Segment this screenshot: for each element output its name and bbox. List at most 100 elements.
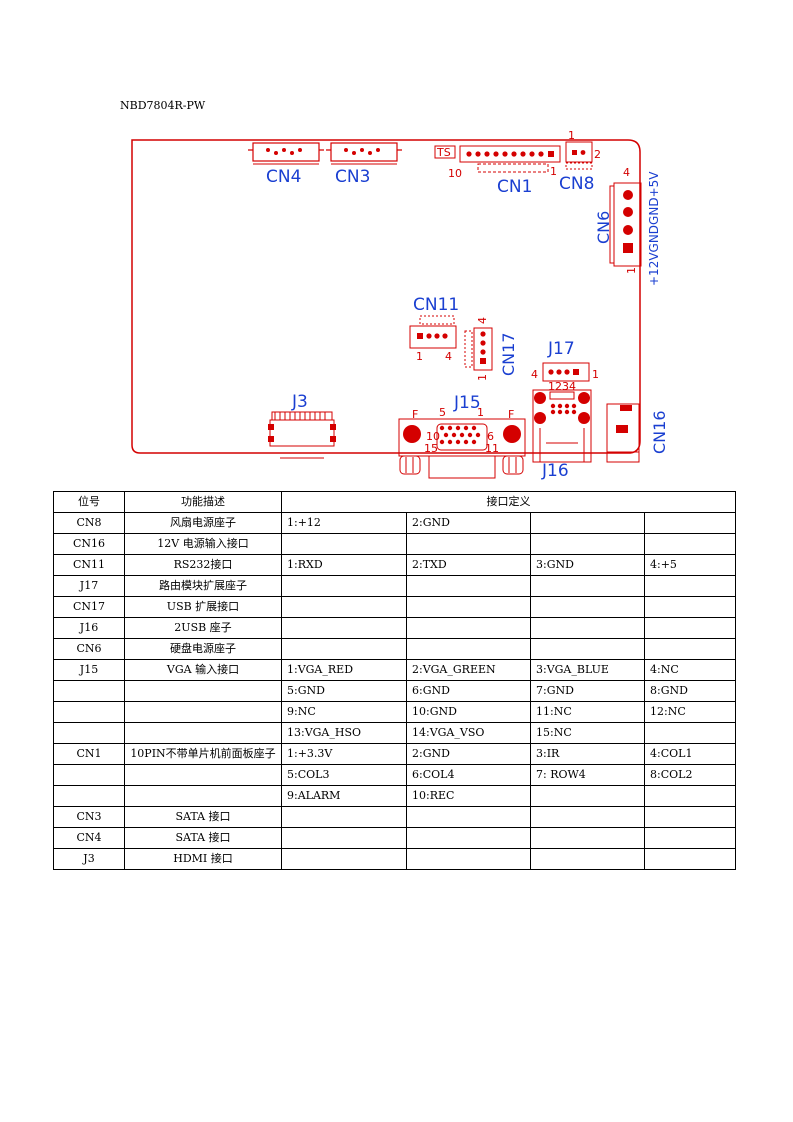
cn16-label: CN16 <box>650 411 669 455</box>
cell-pin-1: 5:GND <box>281 680 407 702</box>
cell-pin-1: 1:+12 <box>281 512 407 534</box>
cell-pin-3 <box>530 785 645 807</box>
cell-function <box>124 785 282 807</box>
cell-pin-2: 10:REC <box>406 785 531 807</box>
header-position: 位号 <box>53 491 125 513</box>
j17-connector <box>542 362 590 382</box>
cell-function: 12V 电源输入接口 <box>124 533 282 555</box>
cell-function: 10PIN不带单片机前面板座子 <box>124 743 282 765</box>
cell-pin-3 <box>530 617 645 639</box>
cell-position <box>53 680 125 702</box>
cell-position <box>53 785 125 807</box>
cell-pin-1 <box>281 617 407 639</box>
cn8-connector <box>565 141 593 170</box>
cell-pin-1: 1:RXD <box>281 554 407 576</box>
cell-pin-4: 8:COL2 <box>644 764 736 786</box>
cell-pin-4 <box>644 575 736 597</box>
j15-pin5: 5 <box>439 406 446 419</box>
cn17-label: CN17 <box>499 333 518 377</box>
cell-position: J15 <box>53 659 125 681</box>
cell-position <box>53 722 125 744</box>
cell-pin-4: 4:COL1 <box>644 743 736 765</box>
cell-pin-1: 1:VGA_RED <box>281 659 407 681</box>
cn1-pin1: 1 <box>550 165 557 178</box>
cell-pin-4 <box>644 806 736 828</box>
cell-position: J3 <box>53 848 125 870</box>
cell-pin-3: 3:VGA_BLUE <box>530 659 645 681</box>
board-outline <box>131 139 641 454</box>
cell-function <box>124 701 282 723</box>
cn3-label: CN3 <box>335 167 370 187</box>
cn17-pin1: 1 <box>476 374 489 381</box>
cell-pin-1: 5:COL3 <box>281 764 407 786</box>
j15-pin-f-right: F <box>508 408 514 421</box>
cell-pin-2 <box>406 575 531 597</box>
cell-function: 硬盘电源座子 <box>124 638 282 660</box>
cell-position: CN17 <box>53 596 125 618</box>
j15-pin1: 1 <box>477 406 484 419</box>
cell-pin-3 <box>530 827 645 849</box>
cell-pin-2: 14:VGA_VSO <box>406 722 531 744</box>
cn11-label: CN11 <box>413 295 459 315</box>
cell-position: J17 <box>53 575 125 597</box>
cell-pin-2 <box>406 596 531 618</box>
cell-pin-3 <box>530 848 645 870</box>
cell-pin-3 <box>530 596 645 618</box>
j15-pin6: 6 <box>487 430 494 443</box>
cell-function: VGA 输入接口 <box>124 659 282 681</box>
cn4-connector <box>248 142 324 165</box>
cell-pin-2: 10:GND <box>406 701 531 723</box>
cell-pin-3 <box>530 533 645 555</box>
cell-pin-4: 8:GND <box>644 680 736 702</box>
cell-pin-2 <box>406 617 531 639</box>
cell-pin-4 <box>644 512 736 534</box>
j17-pin4: 4 <box>531 368 538 381</box>
cell-pin-3: 3:IR <box>530 743 645 765</box>
cn11-pin1: 1 <box>416 350 423 363</box>
cell-pin-2: 2:VGA_GREEN <box>406 659 531 681</box>
cell-pin-1 <box>281 806 407 828</box>
j17-label: J17 <box>547 339 575 359</box>
cell-pin-2 <box>406 533 531 555</box>
document-title: NBD7804R-PW <box>120 99 206 112</box>
cell-pin-4 <box>644 722 736 744</box>
cn4-label: CN4 <box>266 167 301 187</box>
cell-pin-4 <box>644 596 736 618</box>
cn16-connector <box>606 403 640 463</box>
cell-function: SATA 接口 <box>124 806 282 828</box>
cell-pin-4 <box>644 533 736 555</box>
j16-label: J16 <box>541 461 569 481</box>
cn11-connector <box>409 315 457 349</box>
cell-function: USB 扩展接口 <box>124 596 282 618</box>
cell-pin-2 <box>406 806 531 828</box>
cell-pin-4 <box>644 848 736 870</box>
cell-position: CN16 <box>53 533 125 555</box>
cell-pin-3: 7:GND <box>530 680 645 702</box>
pcb-diagram: CN4 CN3 TS 10 1 CN1 1 2 CN8 4 1 CN6 +12V… <box>131 129 669 481</box>
cn17-pin4: 4 <box>476 317 489 324</box>
cell-function <box>124 722 282 744</box>
cell-function: RS232接口 <box>124 554 282 576</box>
j3-label: J3 <box>291 392 308 412</box>
cell-pin-1 <box>281 533 407 555</box>
j15-pin15: 15 <box>424 442 438 455</box>
cell-position: CN8 <box>53 512 125 534</box>
cell-function: 路由模块扩展座子 <box>124 575 282 597</box>
cell-pin-3 <box>530 638 645 660</box>
cn8-label: CN8 <box>559 174 594 194</box>
cn6-side-label: +12VGNDGND+5V <box>647 171 661 286</box>
cn17-connector <box>464 327 493 371</box>
cell-position: CN6 <box>53 638 125 660</box>
cn6-label: CN6 <box>594 211 613 244</box>
j16-connector <box>532 389 592 463</box>
table-header-row: 位号 功能描述 接口定义 <box>53 491 736 513</box>
